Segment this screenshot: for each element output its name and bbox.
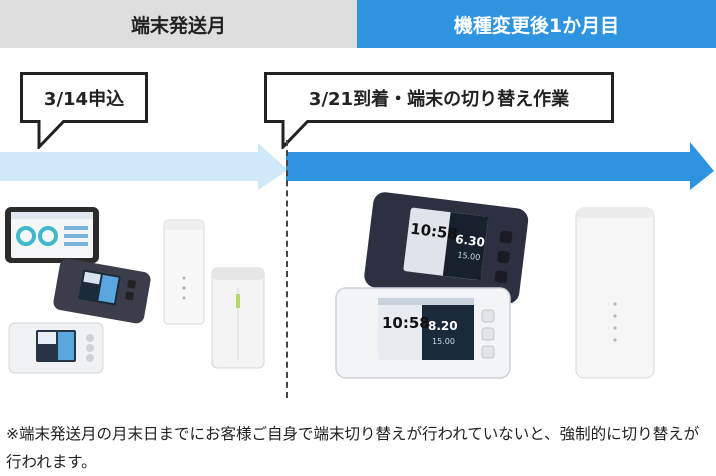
white-pocket-wifi-new: 10:58 8.20 15.00: [335, 287, 511, 379]
apply-date-label: 3/14申込: [43, 88, 125, 110]
back-wifi-value: 6.30: [455, 232, 486, 250]
apply-date-bubble: 3/14申込: [20, 72, 148, 123]
home-router-tall-old: [163, 219, 205, 325]
front-wifi-time: 10:58: [382, 314, 430, 332]
apply-bubble-tail: [37, 119, 66, 149]
footnote: ※端末発送月の月末日までにお客様ご自身で端末切り替えが行われていないと、強制的に…: [6, 420, 712, 476]
timeline-arrows: [0, 142, 714, 190]
home-router-new: [575, 207, 655, 379]
header-shipping-month-label: 端末発送月: [130, 14, 226, 37]
footnote-text: ※端末発送月の月末日までにお客様ご自身で端末切り替えが行われていないと、強制的に…: [6, 425, 700, 471]
dark-pocket-wifi-new: 10:58 6.30 15.00: [364, 192, 529, 304]
month-divider: [286, 140, 288, 398]
header-first-month-label: 機種変更後1か月目: [453, 14, 620, 37]
header-first-month: 機種変更後1か月目: [357, 0, 716, 48]
header-shipping-month: 端末発送月: [0, 0, 357, 48]
arrival-bubble: 3/21到着・端末の切り替え作業: [264, 72, 614, 123]
home-display-device: [5, 207, 99, 263]
dark-pocket-wifi-old: [53, 258, 151, 324]
front-wifi-value: 8.20: [428, 319, 458, 333]
arrival-bubble-tail: [281, 119, 310, 149]
back-wifi-sub: 15.00: [457, 250, 481, 262]
home-router-box-old: [211, 267, 265, 369]
front-wifi-sub: 15.00: [432, 337, 455, 346]
white-pocket-wifi-old: [8, 322, 104, 374]
shipping-month-arrow: [0, 143, 288, 190]
back-wifi-time: 10:58: [409, 220, 459, 244]
first-month-arrow: [286, 142, 714, 190]
arrival-label: 3/21到着・端末の切り替え作業: [308, 88, 570, 110]
